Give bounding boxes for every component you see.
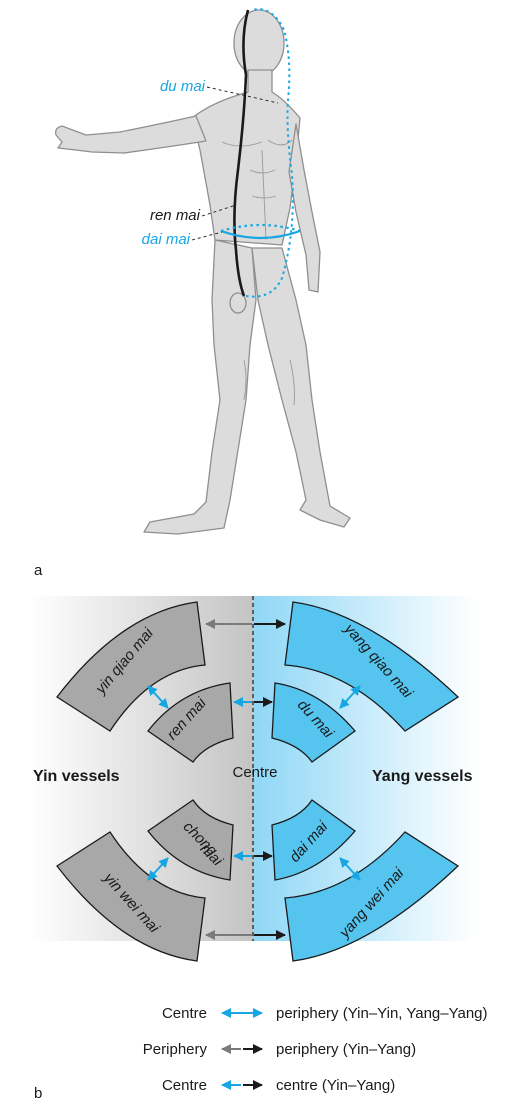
legend-from-2: Periphery [143,1041,208,1058]
extended-arm [56,116,206,153]
panel-label-a: a [34,562,43,579]
panel-label-b: b [34,1085,42,1102]
head [234,10,284,76]
heading-yin-vessels: Yin vessels [33,768,120,785]
legend-from-3: Centre [162,1077,207,1094]
left-leg [252,248,350,527]
legend-to-2: periphery (Yin–Yang) [276,1041,416,1058]
label-du-mai: du mai [160,78,206,95]
legend-from-1: Centre [162,1005,207,1022]
label-dai-mai: dai mai [142,231,191,248]
legend-to-3: centre (Yin–Yang) [276,1077,395,1094]
heading-yang-vessels: Yang vessels [372,768,473,785]
legend-to-1: periphery (Yin–Yin, Yang–Yang) [276,1005,488,1022]
heading-centre: Centre [232,764,277,781]
label-ren-mai: ren mai [150,207,201,224]
legend: Centre periphery (Yin–Yin, Yang–Yang) Pe… [143,1005,488,1094]
